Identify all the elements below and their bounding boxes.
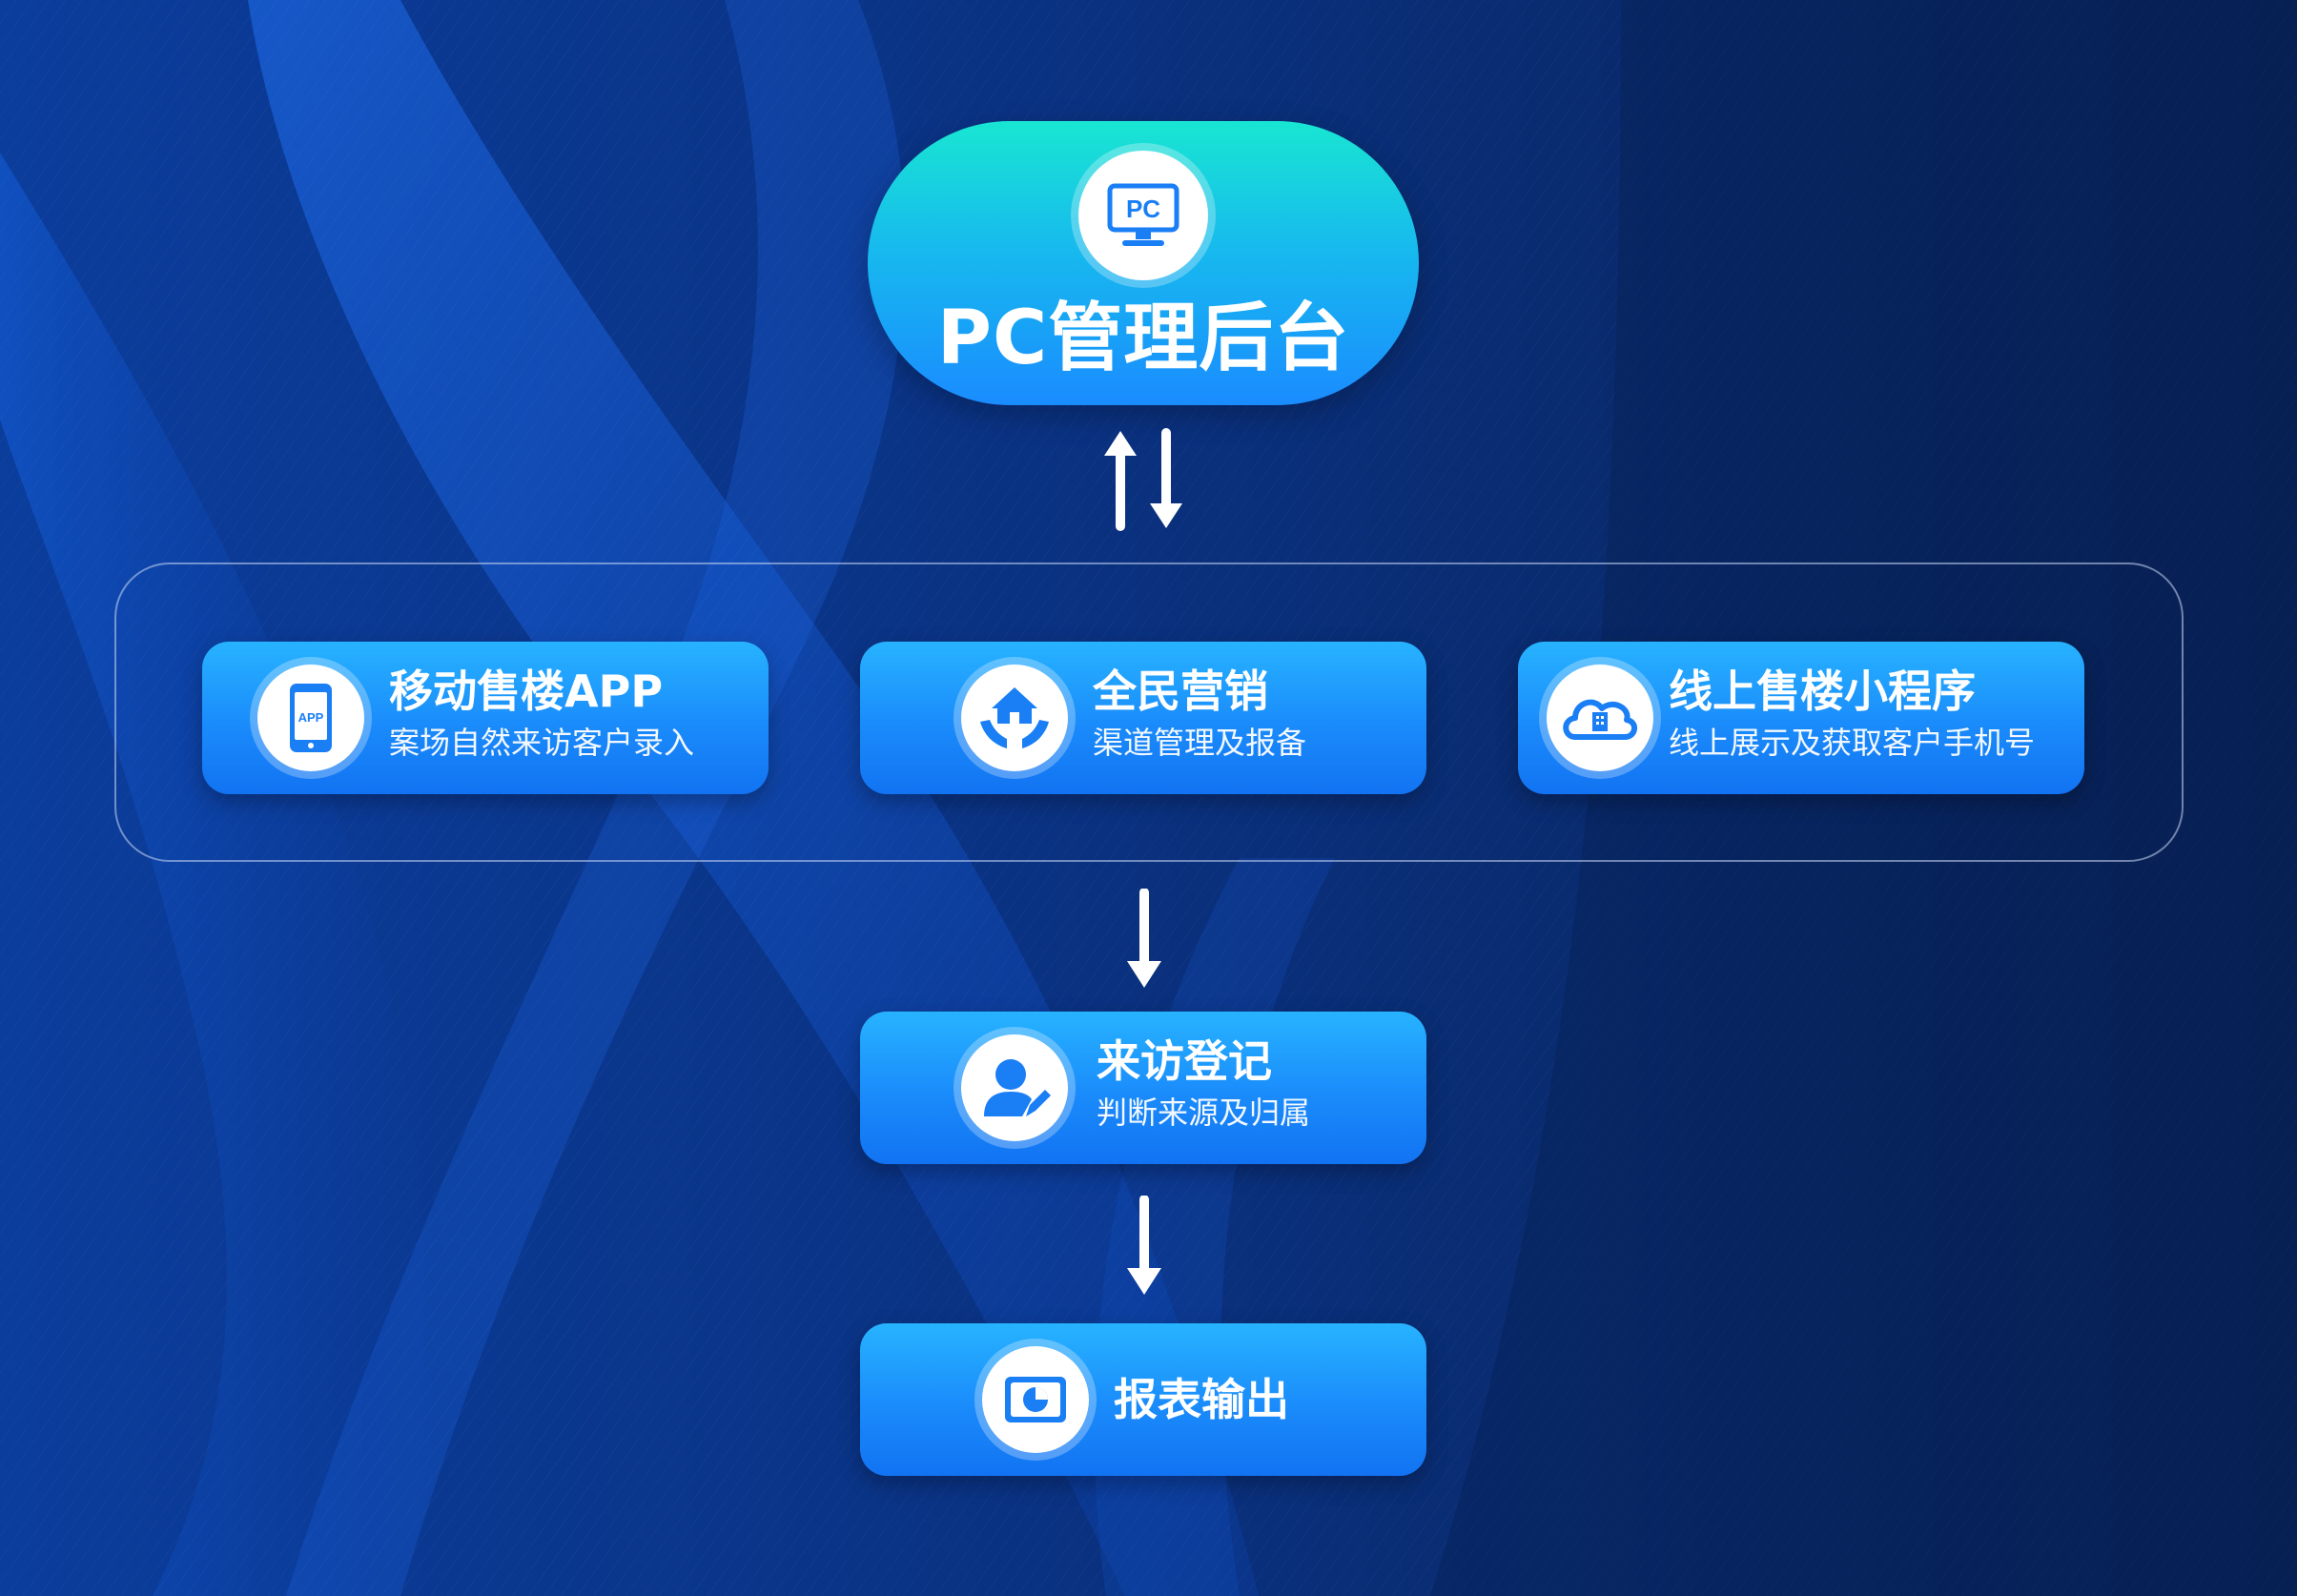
monitor-pc-icon: PC <box>1107 183 1179 246</box>
pc-icon-badge: PC <box>1078 151 1208 280</box>
visit-icon-badge <box>961 1034 1068 1141</box>
channel-icon-badge <box>961 665 1068 771</box>
visit-registration-card[interactable]: 来访登记 判断来源及归属 <box>860 1012 1426 1164</box>
user-edit-icon <box>984 1059 1051 1116</box>
channel-title: 移动售楼APP <box>389 665 664 717</box>
app-icon-text: APP <box>298 710 324 725</box>
pc-icon-text: PC <box>1126 194 1160 223</box>
channel-title: 线上售楼小程序 <box>1669 665 1976 717</box>
channel-card-mini-program[interactable]: 线上售楼小程序 线上展示及获取客户手机号 <box>1518 642 2084 794</box>
report-icon-badge <box>982 1346 1089 1453</box>
arrow-down-icon <box>1127 1196 1161 1295</box>
arrow-down-icon <box>1127 889 1161 988</box>
hand-house-icon <box>980 687 1049 748</box>
chart-screen-icon <box>1005 1377 1066 1422</box>
channel-icon-badge: APP <box>257 665 364 771</box>
channel-title: 全民营销 <box>1093 665 1268 717</box>
bidirectional-arrows-icon <box>1104 428 1182 531</box>
visit-title: 来访登记 <box>1097 1035 1272 1087</box>
channel-card-marketing[interactable]: 全民营销 渠道管理及报备 <box>860 642 1426 794</box>
pc-admin-title: PC管理后台 <box>936 296 1350 381</box>
report-output-card[interactable]: 报表输出 <box>860 1323 1426 1476</box>
channel-subtitle: 线上展示及获取客户手机号 <box>1669 725 2036 761</box>
channel-card-mobile-app[interactable]: APP 移动售楼APP 案场自然来访客户录入 <box>202 642 769 794</box>
channels-group-frame <box>114 563 2184 862</box>
visit-subtitle: 判断来源及归属 <box>1097 1095 1311 1131</box>
channel-subtitle: 案场自然来访客户录入 <box>389 725 695 761</box>
channel-icon-badge <box>1547 665 1653 771</box>
report-title: 报表输出 <box>1114 1374 1289 1425</box>
channel-subtitle: 渠道管理及报备 <box>1093 725 1307 761</box>
cloud-building-icon <box>1563 699 1637 740</box>
phone-app-icon: APP <box>290 684 332 752</box>
